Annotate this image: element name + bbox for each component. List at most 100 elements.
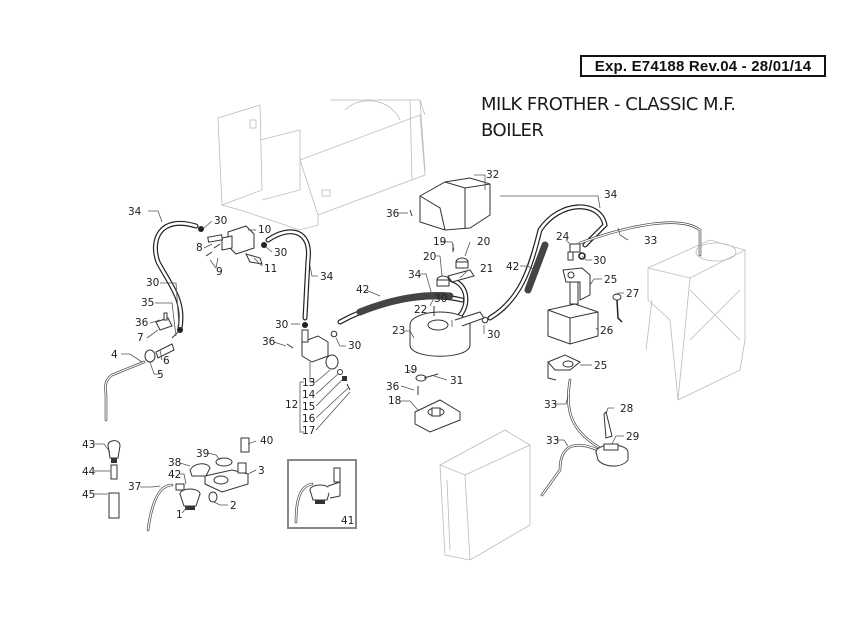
callout-33: 33 bbox=[644, 235, 657, 247]
callout-12: 12 bbox=[285, 399, 298, 411]
callout-45: 45 bbox=[82, 489, 95, 501]
callout-27: 27 bbox=[626, 288, 639, 300]
screw-36 bbox=[409, 209, 413, 217]
callout-34: 34 bbox=[604, 189, 618, 201]
screws-9 bbox=[205, 243, 221, 257]
callout-37: 37 bbox=[128, 481, 141, 493]
diagram-title: MILK FROTHER - CLASSIC M.F. bbox=[481, 94, 736, 115]
callout-11: 11 bbox=[264, 263, 277, 275]
callout-34: 34 bbox=[320, 271, 334, 283]
callout-36: 36 bbox=[386, 208, 400, 220]
drip-box-ghost bbox=[439, 429, 531, 561]
callout-10: 10 bbox=[258, 224, 271, 236]
inset-box-41 bbox=[287, 459, 357, 529]
callout-19: 19 bbox=[404, 364, 417, 376]
callout-39: 39 bbox=[196, 448, 209, 460]
callout-8: 8 bbox=[196, 242, 203, 254]
callout-20: 20 bbox=[477, 236, 490, 248]
thermal-fuse-31 bbox=[415, 373, 439, 382]
callout-30: 30 bbox=[593, 255, 606, 267]
callout-36: 36 bbox=[135, 317, 149, 329]
tube-33-tank bbox=[578, 221, 702, 257]
diagram-subtitle: BOILER bbox=[481, 120, 544, 141]
callout-30: 30 bbox=[487, 329, 500, 341]
callout-30: 30 bbox=[214, 215, 227, 227]
machine-frame-ghost bbox=[217, 99, 426, 231]
leader-lines bbox=[94, 174, 629, 514]
callout-29: 29 bbox=[626, 431, 639, 443]
callout-22: 22 bbox=[414, 304, 427, 316]
callout-17: 17 bbox=[302, 425, 315, 437]
callout-13: 13 bbox=[302, 377, 315, 389]
callout-28: 28 bbox=[620, 403, 633, 415]
oring-30 bbox=[198, 226, 204, 232]
callout-16: 16 bbox=[302, 413, 316, 425]
callout-15: 15 bbox=[302, 401, 315, 413]
callout-30: 30 bbox=[275, 319, 288, 331]
callout-30: 30 bbox=[348, 340, 361, 352]
callout-23: 23 bbox=[392, 325, 405, 337]
solenoid-valve bbox=[207, 225, 263, 265]
callout-4: 4 bbox=[111, 349, 118, 361]
callout-42: 42 bbox=[506, 261, 519, 273]
callout-24: 24 bbox=[556, 231, 570, 243]
callout-42: 42 bbox=[356, 284, 369, 296]
callout-42: 42 bbox=[168, 469, 181, 481]
callout-1: 1 bbox=[176, 509, 183, 521]
wire-27 bbox=[612, 293, 623, 323]
oring-30 bbox=[330, 330, 338, 338]
callout-30: 30 bbox=[274, 247, 287, 259]
callout-36: 36 bbox=[262, 336, 276, 348]
boiler-base-18 bbox=[414, 399, 461, 433]
callout-6: 6 bbox=[163, 355, 170, 367]
callout-32: 32 bbox=[486, 169, 499, 181]
callout-14: 14 bbox=[302, 389, 316, 401]
callout-34: 34 bbox=[128, 206, 142, 218]
callout-43: 43 bbox=[82, 439, 95, 451]
callout-40: 40 bbox=[260, 435, 273, 447]
callout-33: 33 bbox=[544, 399, 557, 411]
inset-41-drawing bbox=[294, 467, 341, 524]
steam-tube bbox=[104, 360, 146, 422]
tube-37 bbox=[146, 483, 174, 532]
callout-25: 25 bbox=[604, 274, 617, 286]
callout-9: 9 bbox=[216, 266, 223, 278]
callout-5: 5 bbox=[157, 369, 164, 381]
callout-33: 33 bbox=[546, 435, 559, 447]
callout-44: 44 bbox=[82, 466, 96, 478]
oring-30 bbox=[578, 252, 586, 260]
callout-35: 35 bbox=[141, 297, 154, 309]
oring-30 bbox=[261, 242, 267, 248]
callout-26: 26 bbox=[600, 325, 614, 337]
callout-19: 19 bbox=[433, 236, 446, 248]
fitting-24 bbox=[567, 243, 581, 261]
flowmeter bbox=[595, 443, 629, 467]
callout-38: 38 bbox=[168, 457, 181, 469]
boiler bbox=[409, 311, 485, 357]
boiler-cover bbox=[419, 177, 491, 231]
hose-42-boiler-in bbox=[337, 292, 465, 325]
hose-34-middle bbox=[265, 229, 311, 321]
callout-31: 31 bbox=[450, 375, 463, 387]
bracket-25-upper bbox=[562, 267, 591, 301]
callout-25: 25 bbox=[594, 360, 607, 372]
hose-34-left bbox=[152, 220, 199, 331]
callout-30: 30 bbox=[146, 277, 159, 289]
pump bbox=[547, 281, 599, 345]
tube-33-flowmeter bbox=[540, 378, 602, 497]
callout-36: 36 bbox=[386, 381, 400, 393]
callout-34: 34 bbox=[408, 269, 422, 281]
oring-30 bbox=[302, 322, 308, 328]
parts-1-2-3 bbox=[179, 462, 249, 510]
parts-43-44-45 bbox=[107, 440, 121, 519]
callout-41: 41 bbox=[341, 515, 354, 527]
callout-3: 3 bbox=[258, 465, 265, 477]
callout-2: 2 bbox=[230, 500, 237, 512]
callout-7: 7 bbox=[137, 332, 144, 344]
hose-34-right bbox=[487, 204, 608, 321]
callout-20: 20 bbox=[423, 251, 436, 263]
screw-36 bbox=[286, 343, 294, 349]
thermostats bbox=[436, 244, 475, 287]
document-reference: Exp. E74188 Rev.04 - 28/01/14 bbox=[580, 55, 826, 77]
